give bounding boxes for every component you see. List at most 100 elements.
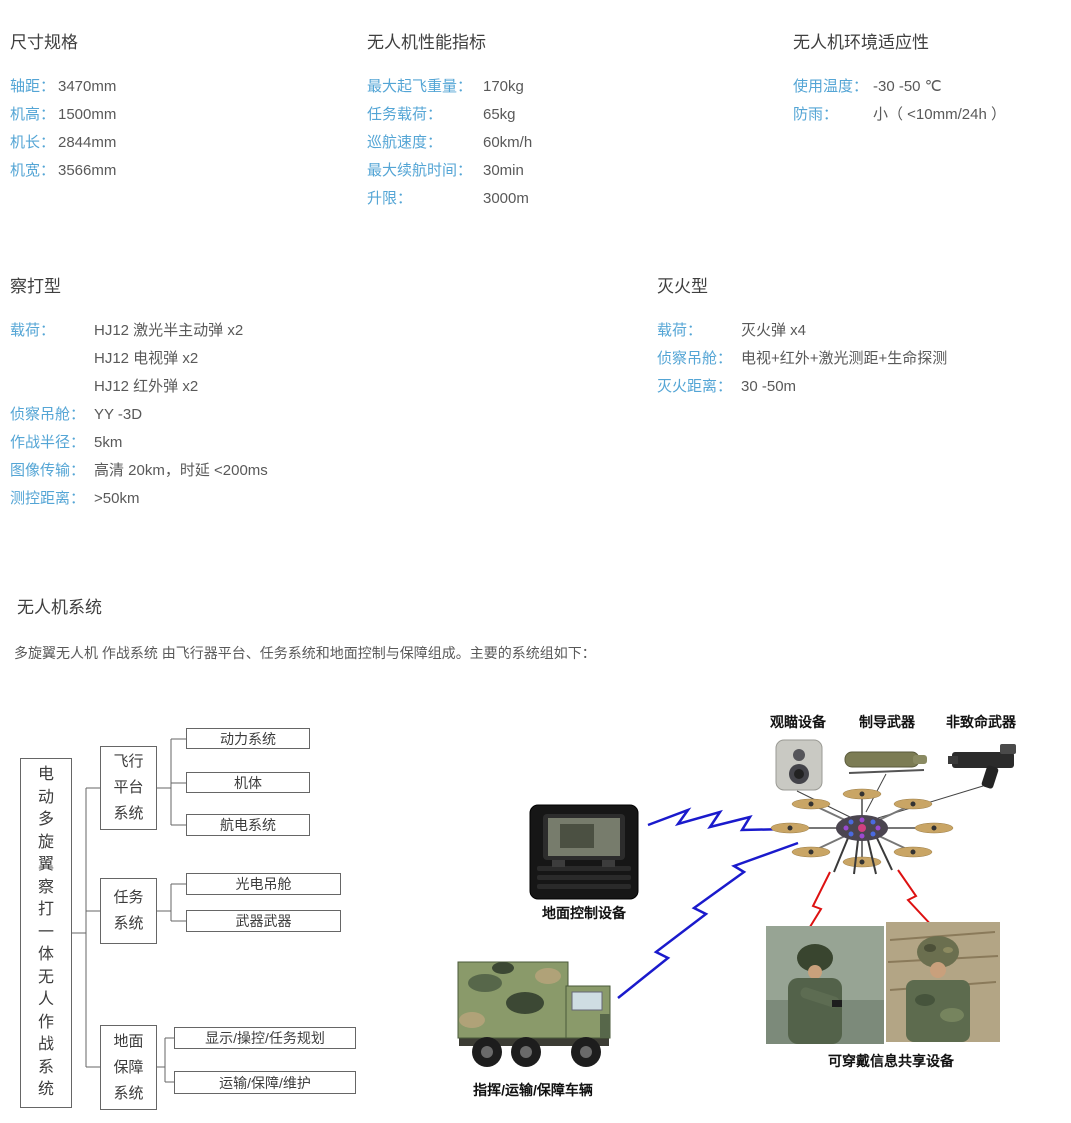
spec-value: >50km bbox=[94, 490, 140, 507]
vehicle-illustration bbox=[457, 961, 611, 1067]
spec-value: 3000m bbox=[483, 190, 529, 207]
label-guided-weapon: 制导武器 bbox=[859, 714, 915, 730]
section-environment: 无人机环境适应性 使用温度：-30 -50 ℃ 防雨： 小（ <10mm/24h … bbox=[793, 28, 1063, 129]
spec-row: 机高：1500mm bbox=[10, 101, 340, 129]
sight-device-illustration bbox=[775, 739, 823, 791]
fire-title: 灭火型 bbox=[657, 277, 708, 296]
spec-value: 电视+红外+激光测距+生命探测 bbox=[741, 350, 948, 367]
spec-value: 60km/h bbox=[483, 134, 533, 151]
label-sight-device: 观瞄设备 bbox=[770, 714, 826, 730]
tree-branch-flight-platform-box: 飞行平台系统 bbox=[100, 746, 157, 830]
tree-leaf-weapons: 武器武器 bbox=[186, 910, 341, 932]
system-diagram: 电动多旋翼察打一体无人作战系统 飞行平台系统 任务系统 地面保障系统 动力系统 … bbox=[0, 700, 1071, 1123]
tree-leaf-eo-pod: 光电吊舱 bbox=[186, 873, 341, 895]
spec-row: 侦察吊舱： 电视+红外+激光测距+生命探测 bbox=[657, 345, 1057, 373]
spec-value: 3470mm bbox=[58, 78, 117, 95]
section-fire-variant: 灭火型 载荷： 灭火弹 x4 侦察吊舱： 电视+红外+激光测距+生命探测 灭火距离：… bbox=[657, 272, 1057, 401]
spec-value: HJ12 电视弹 x2 bbox=[94, 350, 199, 367]
spec-value: 小（ <10mm/24h ） bbox=[873, 106, 1006, 123]
performance-title: 无人机性能指标 bbox=[367, 33, 486, 52]
spec-row: 载荷： 灭火弹 x4 bbox=[657, 317, 1057, 345]
system-diagram-canvas bbox=[72, 738, 1016, 1083]
tree-root-label: 电动多旋翼察打一体无人作战系统 bbox=[37, 766, 54, 1099]
spec-label: 最大起飞重量： bbox=[367, 78, 473, 95]
spec-label: 侦察吊舱： bbox=[10, 406, 86, 423]
tree-leaf-transport-maintain: 运输/保障/维护 bbox=[174, 1071, 356, 1094]
spec-row: 机长：2844mm bbox=[10, 129, 340, 157]
section-performance: 无人机性能指标 最大起飞重量： 170kg 任务载荷： 65kg 巡航速度：60km… bbox=[367, 28, 697, 213]
spec-label: 载荷： bbox=[10, 322, 56, 339]
spec-row: 轴距：3470mm bbox=[10, 73, 340, 101]
section-system: 无人机系统 多旋翼无人机 作战系统 由飞行器平台、任务系统和地面控制与保障组成。… bbox=[14, 593, 596, 663]
spec-value: 3566mm bbox=[58, 162, 117, 179]
spec-label: 任务载荷： bbox=[367, 106, 443, 123]
tree-branch-ground-support-box: 地面保障系统 bbox=[100, 1025, 157, 1110]
spec-row: 升限： 3000m bbox=[367, 185, 697, 213]
spec-row: 机宽：3566mm bbox=[10, 157, 340, 185]
spec-value: 2844mm bbox=[58, 134, 117, 151]
spec-label bbox=[10, 345, 94, 373]
spec-label bbox=[10, 373, 94, 401]
spec-label: 机长： bbox=[10, 134, 56, 151]
spec-row: 载荷： HJ12 激光半主动弹 x2 bbox=[10, 317, 430, 345]
spec-label: 灭火距离： bbox=[657, 378, 733, 395]
nonlethal-weapon-illustration bbox=[948, 744, 1016, 789]
spec-value: -30 -50 ℃ bbox=[873, 78, 942, 95]
label-vehicle: 指挥/运输/保障车辆 bbox=[473, 1082, 593, 1098]
system-title: 无人机系统 bbox=[17, 598, 102, 617]
spec-row: 最大起飞重量： 170kg bbox=[367, 73, 697, 101]
strike-list: 载荷： HJ12 激光半主动弹 x2 HJ12 电视弹 x2 HJ12 红外弹 x… bbox=[10, 317, 430, 513]
spec-label: 图像传输： bbox=[10, 462, 86, 479]
environment-title: 无人机环境适应性 bbox=[793, 33, 929, 52]
wearable-devices-illustration bbox=[766, 922, 1000, 1044]
spec-label: 机高： bbox=[10, 106, 56, 123]
spec-row: 作战半径：5km bbox=[10, 429, 430, 457]
spec-row: 最大续航时间：30min bbox=[367, 157, 697, 185]
spec-row: 任务载荷： 65kg bbox=[367, 101, 697, 129]
ground-control-illustration bbox=[529, 804, 639, 900]
spec-value: HJ12 激光半主动弹 x2 bbox=[94, 322, 244, 339]
guided-weapon-illustration bbox=[844, 751, 927, 774]
section-dimensions: 尺寸规格 轴距：3470mm 机高：1500mm 机长：2844mm 机宽：35… bbox=[10, 28, 340, 185]
spec-label: 防雨： bbox=[793, 106, 839, 123]
spec-value: 高清 20km，时延 <200ms bbox=[94, 462, 268, 479]
tree-leaf-display-control: 显示/操控/任务规划 bbox=[174, 1027, 356, 1049]
tree-branch-mission-label: 任务系统 bbox=[113, 889, 144, 932]
tree-connectors bbox=[72, 738, 186, 1083]
spec-value: 1500mm bbox=[58, 106, 117, 123]
radio-link-bolt-icons bbox=[617, 807, 799, 999]
spec-value: 65kg bbox=[483, 106, 516, 123]
spec-row: 使用温度：-30 -50 ℃ bbox=[793, 73, 1063, 101]
label-wearable: 可穿戴信息共享设备 bbox=[828, 1053, 954, 1069]
fire-list: 载荷：灭火弹 x4 侦察吊舱：电视+红外+激光测距+生命探测 灭火距离：30 -… bbox=[657, 317, 1057, 401]
spec-row: HJ12 电视弹 x2 bbox=[10, 345, 430, 373]
label-nonlethal-weapon: 非致命武器 bbox=[946, 714, 1016, 730]
spec-row: 测控距离： >50km bbox=[10, 485, 430, 513]
spec-row: 巡航速度：60km/h bbox=[367, 129, 697, 157]
label-ground-control: 地面控制设备 bbox=[542, 905, 626, 921]
tree-branch-mission-box: 任务系统 bbox=[100, 878, 157, 944]
dimensions-list: 轴距：3470mm 机高：1500mm 机长：2844mm 机宽：3566mm bbox=[10, 73, 340, 185]
spec-value: 5km bbox=[94, 434, 123, 451]
spec-value: 170kg bbox=[483, 78, 524, 95]
system-description: 多旋翼无人机 作战系统 由飞行器平台、任务系统和地面控制与保障组成。主要的系统组… bbox=[14, 645, 596, 661]
tree-leaf-avionics: 航电系统 bbox=[186, 814, 310, 836]
spec-row: HJ12 红外弹 x2 bbox=[10, 373, 430, 401]
tree-branch-ground-support-label: 地面保障系统 bbox=[113, 1032, 144, 1102]
tree-branch-flight-platform-label: 飞行平台系统 bbox=[113, 753, 144, 822]
spec-label: 载荷： bbox=[657, 322, 703, 339]
spec-label: 侦察吊舱： bbox=[657, 350, 733, 367]
spec-value: 灭火弹 x4 bbox=[741, 322, 807, 339]
tree-root-box: 电动多旋翼察打一体无人作战系统 bbox=[20, 758, 72, 1108]
spec-value: YY -3D bbox=[94, 406, 143, 423]
performance-list: 最大起飞重量： 170kg 任务载荷： 65kg 巡航速度：60km/h 最大续航时… bbox=[367, 73, 697, 213]
spec-label: 测控距离： bbox=[10, 490, 86, 507]
spec-row: 防雨： 小（ <10mm/24h ） bbox=[793, 101, 1063, 129]
spec-label: 使用温度： bbox=[793, 78, 869, 95]
spec-label: 升限： bbox=[367, 190, 413, 207]
spec-row: 图像传输： 高清 20km，时延 <200ms bbox=[10, 457, 430, 485]
dimensions-title: 尺寸规格 bbox=[10, 33, 78, 52]
drone-illustration bbox=[770, 788, 954, 875]
environment-list: 使用温度：-30 -50 ℃ 防雨： 小（ <10mm/24h ） bbox=[793, 73, 1063, 129]
spec-label: 机宽： bbox=[10, 162, 56, 179]
